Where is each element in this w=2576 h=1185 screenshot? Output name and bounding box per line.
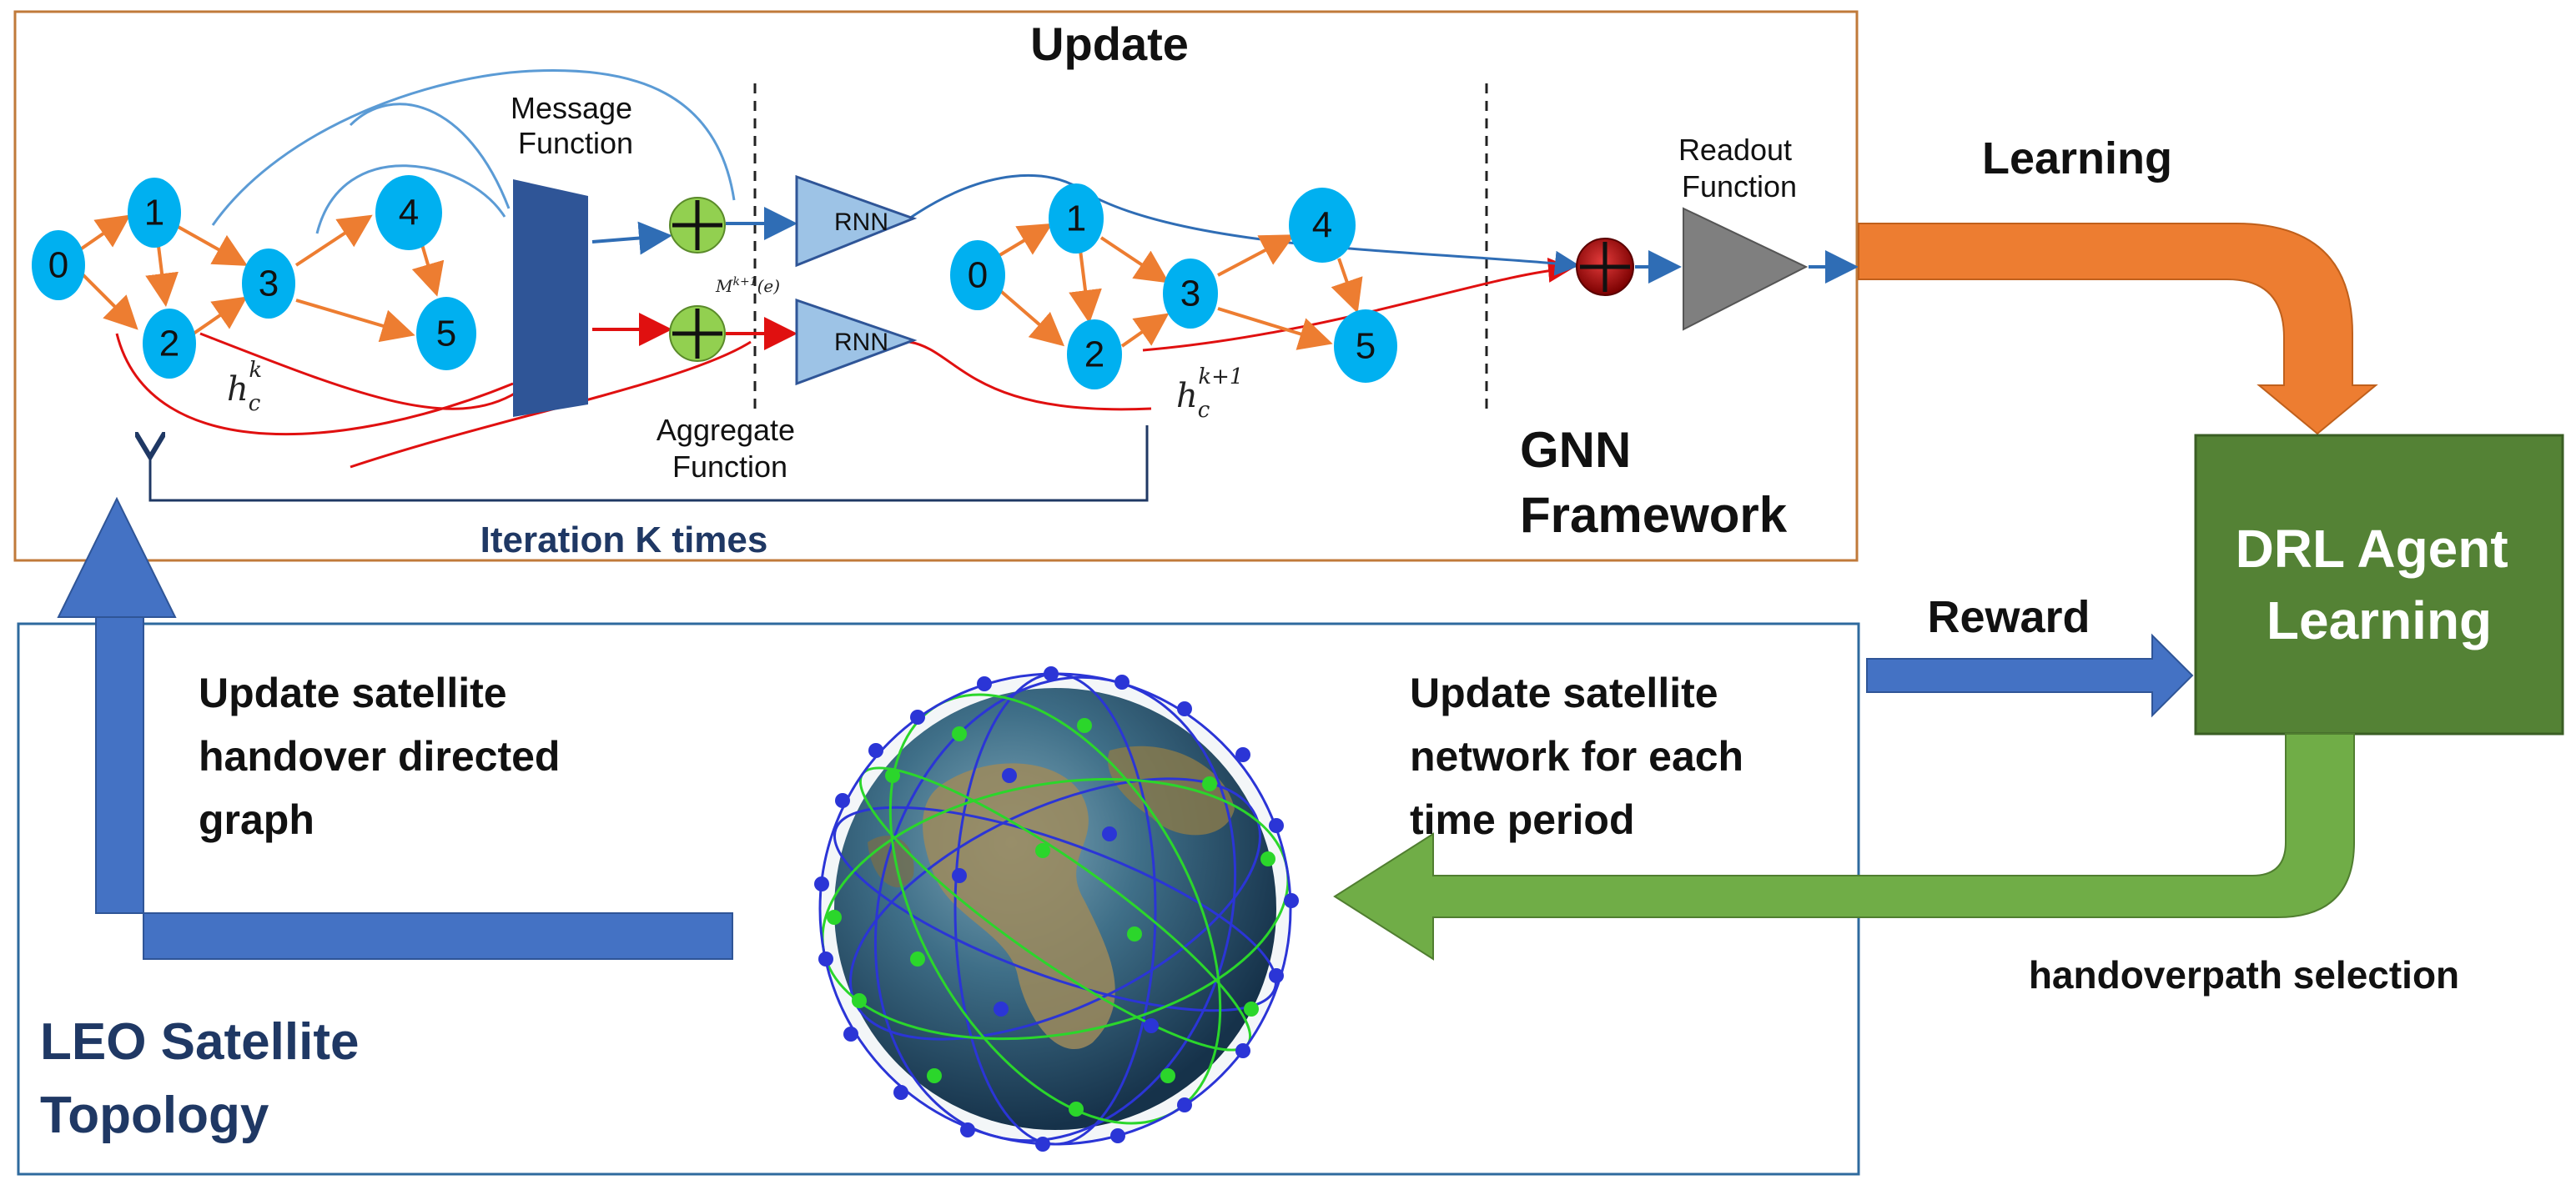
left-node-4 bbox=[375, 175, 442, 250]
topology-label: LEO Satellite Topology bbox=[40, 1013, 374, 1144]
iteration-bracket bbox=[150, 425, 1149, 502]
iteration-label: Iteration K times bbox=[480, 520, 768, 560]
left-node-1 bbox=[128, 178, 181, 248]
left-node-3 bbox=[242, 249, 295, 319]
rnn-to-graph-red bbox=[908, 340, 1152, 411]
graph-to-readout-red bbox=[1142, 257, 1573, 352]
aggregate-function-label: Aggregate Function bbox=[657, 413, 803, 484]
left-node-5 bbox=[416, 297, 476, 370]
aggregate-curve-b bbox=[199, 332, 518, 410]
rnn-bottom: RNN bbox=[795, 298, 918, 386]
left-graph: 0 1 2 3 4 5 bbox=[32, 175, 476, 379]
svg-text:4: 4 bbox=[399, 193, 419, 233]
h-right-label: hck+1 bbox=[1176, 364, 1243, 423]
plus-red-readout bbox=[1576, 238, 1634, 296]
learning-arrow bbox=[1858, 223, 2378, 435]
svg-text:2: 2 bbox=[159, 324, 179, 364]
reward-label: Reward bbox=[1927, 592, 2090, 642]
right-node-5 bbox=[1334, 309, 1397, 383]
drl-agent-label: DRL Agent Learning bbox=[2236, 519, 2523, 650]
svg-text:5: 5 bbox=[1356, 326, 1376, 367]
message-to-plus-blue bbox=[591, 221, 672, 255]
svg-text:RNN: RNN bbox=[834, 208, 888, 236]
drl-agent-box bbox=[2194, 434, 2564, 736]
plus-green-top bbox=[669, 197, 726, 254]
message-curve-inner bbox=[315, 164, 506, 234]
handover-path-label: handoverpath selection bbox=[2029, 953, 2459, 997]
right-node-4 bbox=[1289, 188, 1356, 263]
svg-text:3: 3 bbox=[1180, 274, 1200, 314]
learning-label: Learning bbox=[1982, 133, 2172, 183]
message-curve-outer bbox=[211, 69, 736, 226]
update-left-text: Update satellite handover directed graph bbox=[199, 670, 571, 843]
gnn-framework-label: GNN Framework bbox=[1520, 422, 1788, 543]
rnn-top: RNN bbox=[795, 174, 918, 268]
update-title: Update bbox=[1030, 18, 1189, 70]
right-node-2 bbox=[1067, 319, 1122, 389]
plus-green-bottom bbox=[669, 305, 726, 362]
svg-text:1: 1 bbox=[144, 193, 164, 233]
svg-text:2: 2 bbox=[1084, 334, 1104, 375]
m-label: Mk+1(e) bbox=[715, 275, 780, 296]
message-curve-mid bbox=[349, 103, 511, 209]
right-node-0 bbox=[950, 240, 1005, 310]
right-graph: 0 1 2 3 4 5 bbox=[950, 183, 1397, 389]
readout-function-label: Readout Function bbox=[1678, 133, 1800, 203]
earth-satellite-globe bbox=[814, 666, 1299, 1152]
update-right-text: Update satellite network for each time p… bbox=[1410, 670, 1755, 843]
right-node-1 bbox=[1049, 183, 1104, 254]
svg-text:5: 5 bbox=[436, 314, 456, 354]
update-graph-arrow bbox=[57, 496, 733, 960]
rnn-to-readout-blue bbox=[908, 174, 1580, 276]
handover-selection-arrow bbox=[1333, 733, 2355, 961]
message-function-block bbox=[513, 179, 588, 417]
left-node-2 bbox=[143, 309, 196, 379]
svg-text:RNN: RNN bbox=[834, 329, 888, 356]
right-node-3 bbox=[1163, 259, 1218, 329]
svg-text:3: 3 bbox=[259, 264, 279, 304]
svg-text:1: 1 bbox=[1066, 198, 1086, 239]
gnn-frame bbox=[13, 10, 1859, 562]
h-left-label: hck bbox=[227, 358, 262, 416]
reward-arrow bbox=[1866, 633, 2194, 718]
message-function-label: Message Function bbox=[511, 91, 641, 160]
svg-text:0: 0 bbox=[968, 255, 988, 296]
svg-text:4: 4 bbox=[1312, 205, 1332, 246]
left-node-0 bbox=[32, 230, 85, 300]
svg-text:0: 0 bbox=[48, 245, 68, 286]
readout-block bbox=[1683, 207, 1809, 331]
